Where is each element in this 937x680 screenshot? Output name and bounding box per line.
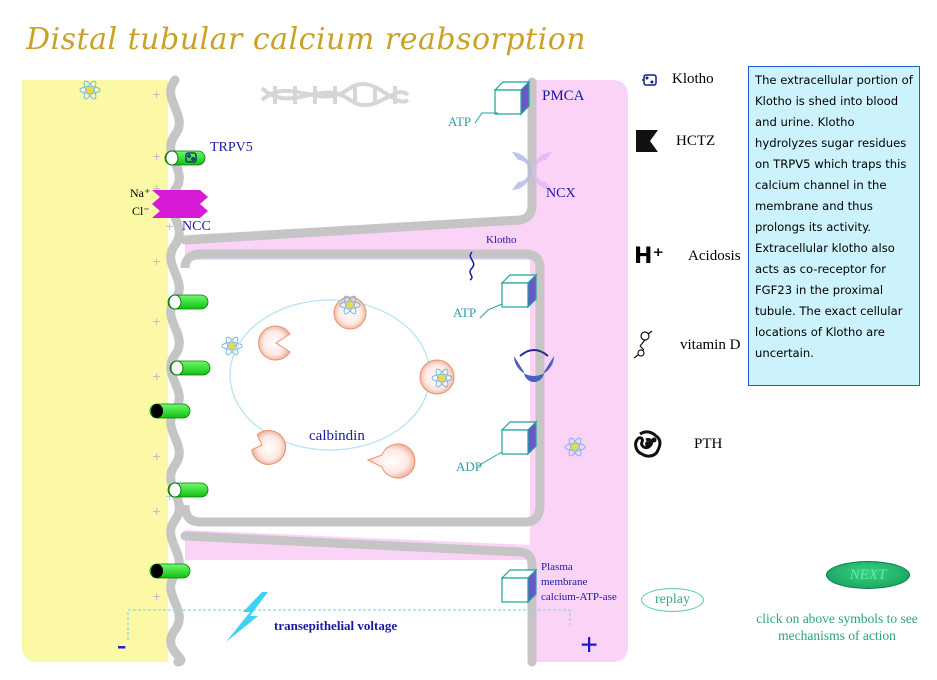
ncc-label: NCC [182,219,211,234]
atp-label-middle: ATP [453,305,477,320]
legend-klotho[interactable]: Klotho [642,71,714,88]
calcium-pump [514,349,554,382]
legend-pth[interactable]: PTH [632,428,722,460]
svg-text:+: + [165,220,174,233]
vitamin-d-molecule-icon [633,330,653,359]
trpv5-label: TRPV5 [210,140,253,155]
legend-acidosis[interactable]: H⁺ Acidosis [634,244,741,269]
calcium-channel [167,482,209,498]
plasma-membrane-label-2: membrane [541,576,588,588]
svg-text:+: + [152,370,161,383]
pth-protein-icon [634,430,662,458]
plasma-membrane-label-1: Plasma [541,561,573,573]
svg-text:+: + [152,450,161,463]
replay-button[interactable]: replay [641,588,704,612]
acidosis-icon: H⁺ [634,244,665,269]
pmca-pump [494,81,530,115]
trpv5-channel [164,150,206,166]
calcium-channel [169,360,211,376]
adp-pump [501,421,537,455]
klotho-membrane-label: Klotho [486,234,517,246]
lumen-region [22,80,168,662]
ncx-label: NCX [546,186,576,201]
legend-klotho-label: Klotho [672,71,714,87]
atp-label-top: ATP [448,114,472,129]
klotho-on-trpv5 [185,152,197,163]
klotho-membrane-marker [469,251,475,281]
minus-sign: - [117,630,127,661]
voltage-circuit [127,609,571,640]
legend-hctz[interactable]: HCTZ [634,128,715,154]
legend-vitamin-d-label: vitamin D [680,336,741,353]
transepithelial-voltage-label: transepithelial voltage [274,618,398,633]
calcium-channel-blocked [149,563,191,579]
ncc-transporter [152,190,208,218]
instruction-hint: click on above symbols to see mechanisms… [756,611,918,643]
calbindin-proteins [251,296,455,479]
svg-text:+: + [152,182,161,195]
calcium-channel-blocked [149,403,191,419]
svg-text:+: + [165,490,174,503]
calcium-channel [167,294,209,310]
page-title: Distal tubular calcium reabsorption [26,22,587,57]
svg-text:+: + [152,88,161,101]
legend-pth-label: PTH [694,435,723,452]
klotho-icon [642,73,657,86]
plasma-membrane-pump [501,569,537,603]
sodium-label: Na⁺ [130,186,151,200]
adp-label: ADP [456,459,483,474]
klotho-info-box: The extracellular portion of Klotho is s… [748,66,920,386]
svg-text:+: + [152,150,161,163]
svg-text:+: + [152,590,161,603]
middle-cell-membrane [180,249,545,527]
hctz-icon [636,130,658,152]
svg-text:+: + [152,255,161,268]
bottom-cell-membrane [180,531,537,667]
calcium-ion-cytosol [221,335,243,357]
svg-text:+: + [152,315,161,328]
top-cell-membrane [180,77,537,245]
plus-sign: + [580,626,599,662]
dna-strand [260,82,410,108]
pmca-label: PMCA [542,88,585,104]
next-button[interactable]: NEXT [826,561,910,589]
atp-pump [501,274,537,308]
lightning-bolt-icon [226,592,268,642]
legend-hctz-label: HCTZ [676,132,716,149]
plasma-membrane-label-3: calcium-ATP-ase [541,591,617,603]
membrane-charges: + + + + + + + + + + + [152,88,174,603]
ncx-exchanger [512,152,552,190]
calbindin-label: calbindin [309,428,365,444]
legend-vitamin-d[interactable]: vitamin D [632,330,740,360]
legend-acidosis-label: Acidosis [688,248,741,264]
chloride-label: Cl⁻ [132,204,150,218]
svg-text:+: + [152,505,161,518]
